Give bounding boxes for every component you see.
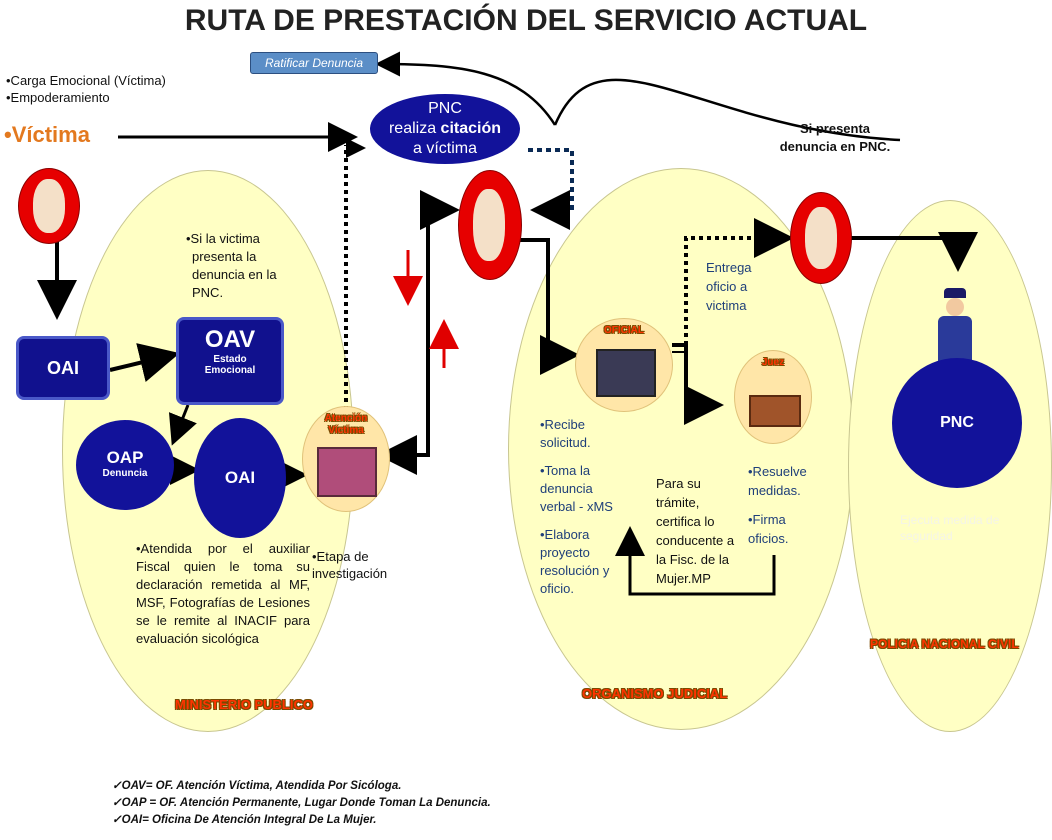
legend-item-oai: ✓OAI= Oficina De Atención Integral De La… xyxy=(112,814,377,826)
pnc-ellipse-right: PNC xyxy=(892,358,1022,488)
para-su-line3: certifica lo xyxy=(656,514,715,529)
pnc-citacion-ellipse: PNC realiza citación a víctima xyxy=(370,94,520,164)
oap-title: OAP xyxy=(106,448,144,467)
legend: ✓OAV= OF. Atención Víctima, Atendida Por… xyxy=(112,778,491,829)
judge-bench-icon xyxy=(749,395,801,427)
oai-box-left: OAI xyxy=(16,336,110,400)
citacion-word: citación xyxy=(440,120,502,137)
mp-note-line2: presenta la xyxy=(192,249,257,264)
oj-steps: •Recibe solicitud. •Toma la denuncia ver… xyxy=(540,416,624,598)
si-presenta-line1: Si presenta xyxy=(799,121,871,136)
para-su-line4: conducente a xyxy=(656,533,735,548)
mp-note: •Si la victima presenta la denuncia en l… xyxy=(186,230,306,302)
ratificar-denuncia-label: Ratificar Denuncia xyxy=(264,56,364,70)
office-scene-icon xyxy=(317,447,377,497)
juez-icon: Juez xyxy=(734,350,812,444)
oai-ellipse-mid: OAI xyxy=(194,418,286,538)
juez-step-2: •Firma oficios. xyxy=(748,512,789,546)
para-su-line1: Para su xyxy=(656,476,701,491)
mp-note-line3: denuncia en la xyxy=(192,267,277,282)
legend-item-oav: ✓OAV= OF. Atención Víctima, Atendida Por… xyxy=(112,780,402,792)
pnc-citacion-line3: a víctima xyxy=(412,140,477,157)
para-su-line5: la Fisc. de la xyxy=(656,552,729,567)
pnc-right-label: PNC xyxy=(940,414,974,431)
oai-left-label: OAI xyxy=(46,358,79,378)
para-su-line2: trámite, xyxy=(656,495,700,510)
victim-ring-center xyxy=(458,170,522,280)
etapa-line2: investigación xyxy=(312,566,388,581)
oav-box: OAV Estado Emocional xyxy=(176,317,284,405)
oav-title: OAV xyxy=(204,326,256,353)
victima-label: •Víctima xyxy=(4,122,90,147)
ratificar-denuncia-box: Ratificar Denuncia xyxy=(250,52,378,74)
atendida-text: •Atendida por el auxiliar Fiscal quien l… xyxy=(136,541,310,646)
page-title: RUTA DE PRESTACIÓN DEL SERVICIO ACTUAL xyxy=(184,4,868,37)
oficial-label: OFICIAL xyxy=(604,325,644,336)
oav-sub2: Emocional xyxy=(204,365,256,376)
oap-sub: Denuncia xyxy=(102,468,148,479)
legend-item-oap: ✓OAP = OF. Atención Permanente, Lugar Do… xyxy=(112,797,491,809)
para-su-line6: Mujer.MP xyxy=(656,571,711,586)
victim-note-2: •Empoderamiento xyxy=(6,90,110,105)
oj-step-2: •Toma la denuncia verbal - xMS xyxy=(540,463,613,514)
juez-steps: •Resuelve medidas. •Firma oficios. xyxy=(748,462,812,548)
si-presenta-label: Si presenta denuncia en PNC. xyxy=(770,120,900,156)
entrega-line1: Entrega xyxy=(706,260,752,275)
pnc-citacion-line2: realiza citación xyxy=(388,120,502,137)
para-su-text: Para su trámite, certifica lo conducente… xyxy=(656,474,756,588)
victim-ring-left xyxy=(18,168,80,244)
oai-mid-label: OAI xyxy=(224,468,256,487)
organismo-judicial-label: ORGANISMO JUDICIAL xyxy=(582,686,728,701)
mp-note-line1: •Si la victima xyxy=(186,231,260,246)
oj-step-3: •Elabora proyecto resolución y oficio. xyxy=(540,527,610,596)
juez-label: Juez xyxy=(761,357,785,368)
policia-nacional-label: POLICIA NACIONAL CIVIL xyxy=(870,637,1019,651)
etapa-line1: •Etapa de xyxy=(312,549,369,564)
computer-desk-icon xyxy=(596,349,656,397)
mp-note-line4: PNC. xyxy=(192,285,224,300)
ejecuta-text: Ejecuta medida de seguridad xyxy=(900,513,1000,543)
victim-ring-right xyxy=(790,192,852,284)
oficial-icon: OFICIAL xyxy=(575,318,673,412)
juez-step-1: •Resuelve medidas. xyxy=(748,464,807,498)
etapa-text: •Etapa de investigación xyxy=(312,548,412,582)
entrega-line3: victima xyxy=(706,298,747,313)
victim-note-1: •Carga Emocional (Víctima) xyxy=(6,73,166,88)
pnc-citacion-line1: PNC xyxy=(428,100,462,117)
victim-notes: •Carga Emocional (Víctima) •Empoderamien… xyxy=(6,72,226,106)
oap-ellipse: OAP Denuncia xyxy=(76,420,174,510)
entrega-text: Entrega oficio a victima xyxy=(706,258,752,315)
entrega-line2: oficio a xyxy=(706,279,748,294)
oj-step-1: •Recibe solicitud. xyxy=(540,417,591,450)
si-presenta-line2: denuncia en PNC. xyxy=(779,139,891,154)
oav-sub1: Estado xyxy=(213,354,247,365)
ministerio-publico-label: MINISTERIO PUBLICO xyxy=(175,697,313,712)
victim-figure-icon xyxy=(33,179,65,233)
victim-figure-icon xyxy=(805,207,837,269)
victim-figure-icon xyxy=(473,189,505,261)
